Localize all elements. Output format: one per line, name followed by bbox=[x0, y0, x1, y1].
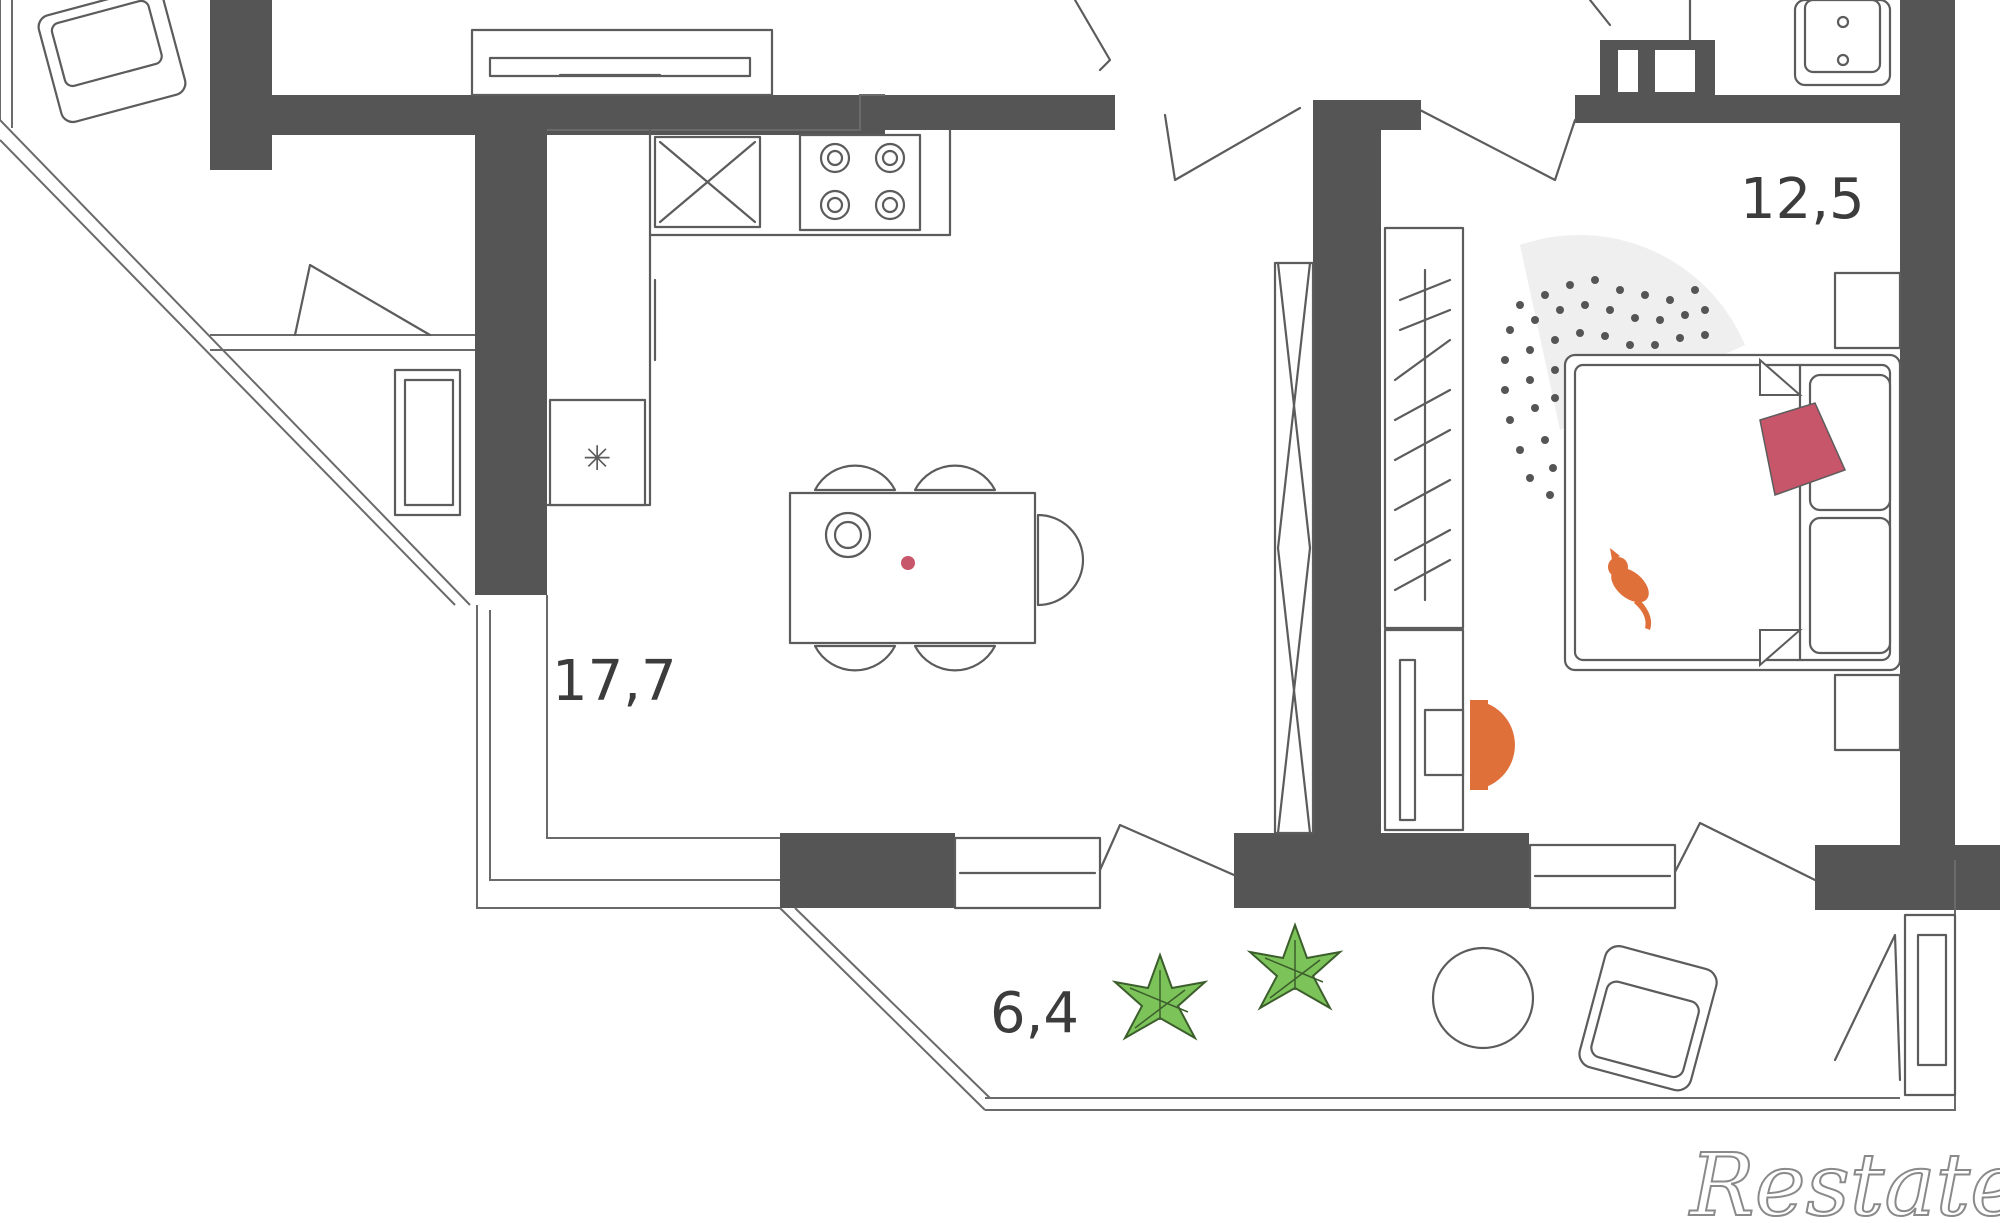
wall-right bbox=[1900, 0, 1955, 860]
chair bbox=[813, 464, 897, 492]
kitchen: ✳ bbox=[545, 128, 952, 507]
fridge-icon: ✳ bbox=[583, 439, 612, 479]
wall-bottom-block-right bbox=[1815, 845, 2000, 910]
wall-bedroom-top-left bbox=[1313, 100, 1421, 130]
kitchen-outline bbox=[547, 94, 885, 131]
wall-top-horizontal-left bbox=[210, 95, 885, 135]
cat-icon bbox=[1608, 548, 1652, 630]
plant-icon bbox=[1111, 952, 1209, 1041]
door-balcony-right bbox=[1833, 933, 1902, 1082]
watermark-logo: Restate bbox=[1688, 1136, 2000, 1223]
cushion-icon bbox=[1759, 402, 1847, 496]
dining-set bbox=[788, 464, 1085, 672]
wall-top-horizontal-right bbox=[860, 95, 1115, 130]
area-label-living: 17,7 bbox=[552, 649, 677, 714]
door-closet bbox=[293, 263, 432, 337]
balcony-left-diag-inner bbox=[794, 907, 991, 1099]
area-label-bedroom: 12,5 bbox=[1740, 167, 1865, 232]
top-left-diagonal bbox=[0, 119, 471, 606]
balcony-left-diag bbox=[779, 907, 986, 1111]
plate-icon bbox=[824, 511, 872, 559]
living-outline-left bbox=[546, 595, 780, 839]
fridge bbox=[548, 398, 647, 507]
kitchen-counter bbox=[648, 128, 952, 237]
blanket-fold-icon bbox=[1759, 357, 1803, 396]
doors bbox=[293, 0, 1902, 1082]
cup-icon bbox=[901, 556, 915, 570]
wall-kitchen-left bbox=[475, 130, 547, 595]
top-left-diagonal-inner bbox=[0, 139, 456, 606]
laptop bbox=[1423, 708, 1465, 777]
area-label-balcony: 6,4 bbox=[990, 981, 1079, 1046]
round-table bbox=[1431, 946, 1535, 1050]
door-top bbox=[1073, 0, 1112, 72]
bedroom bbox=[1383, 226, 1902, 832]
nightstand-top bbox=[1833, 271, 1902, 350]
armchair bbox=[1578, 945, 1718, 1092]
door-living-balcony bbox=[1098, 823, 1236, 877]
door-bedroom-balcony bbox=[1673, 821, 1817, 882]
blanket-fold-icon bbox=[1759, 629, 1803, 668]
wall-bedroom-left bbox=[1313, 100, 1381, 875]
outer-wall-left-inner bbox=[489, 610, 780, 881]
walls bbox=[210, 0, 2000, 910]
wardrobe-living bbox=[1273, 261, 1315, 835]
outer-wall-left bbox=[476, 605, 780, 909]
left-room bbox=[37, 0, 462, 517]
plant-icon bbox=[1246, 922, 1344, 1011]
hangers bbox=[1393, 278, 1452, 592]
bathroom-top bbox=[1588, 0, 1892, 100]
balcony bbox=[1111, 922, 1718, 1092]
door-hall bbox=[1418, 108, 1577, 182]
nightstand-bottom bbox=[1833, 673, 1902, 752]
door-kitchen bbox=[1163, 106, 1302, 182]
wall-bottom-block-left bbox=[780, 833, 955, 908]
pillow bbox=[1808, 516, 1892, 655]
windows bbox=[470, 28, 1957, 1097]
wall-bottom-block-mid bbox=[1234, 833, 1529, 908]
wardrobe bbox=[1273, 261, 1315, 835]
wall-top-left-vertical bbox=[210, 0, 272, 170]
